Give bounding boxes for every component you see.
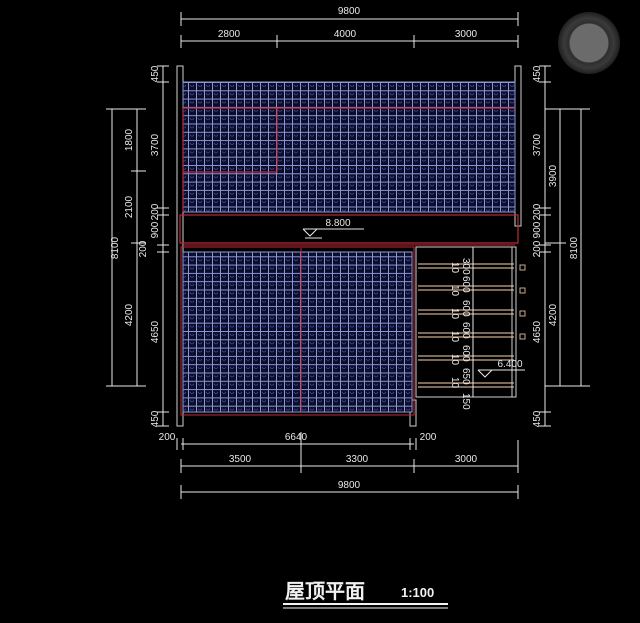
stair-dim-7: 600 [460, 322, 471, 339]
right-third-dim-2: 3700 [532, 133, 543, 156]
stair-dim-8: 10 [449, 331, 460, 343]
bottom-seg-dim-1: 3500 [229, 454, 252, 465]
bottom-seg-dim-2: 3300 [346, 454, 369, 465]
lower-roof-tiles [182, 251, 413, 413]
left-third-dim-3: 200 [150, 203, 161, 220]
left-third-dim-1: 450 [150, 65, 161, 82]
stair-dim-2: 10 [449, 262, 460, 274]
bottom-dimensions [176, 432, 519, 499]
left-third-dim-6: 4650 [150, 320, 161, 343]
elevation-marker-upper [302, 228, 364, 239]
top-seg-dim-2: 4000 [334, 29, 357, 40]
stair-dim-11: 650 [460, 368, 471, 385]
left-third-dim-7: 450 [150, 410, 161, 427]
circle-record-icon[interactable] [558, 12, 620, 74]
stair-dim-10: 10 [449, 354, 460, 366]
stair-section [415, 246, 526, 398]
left-dimensions [106, 65, 169, 427]
middle-band [179, 214, 519, 246]
stair-dim-6: 10 [449, 308, 460, 320]
right-third-dim-7: 450 [532, 410, 543, 427]
elevation-label-lower: 6.400 [497, 359, 522, 370]
lower-roof-red-outline [180, 246, 415, 416]
top-seg-dim-3: 3000 [455, 29, 478, 40]
right-dimensions [539, 65, 590, 427]
stair-dim-13: 150 [460, 393, 471, 410]
right-third-dim-6: 4650 [532, 320, 543, 343]
upper-roof-tiles [182, 81, 516, 213]
left-third-dim-2: 3700 [150, 133, 161, 156]
right-second-dim-2: 4200 [548, 303, 559, 326]
stair-dim-5: 600 [460, 300, 471, 317]
bottom-wall-left-dim: 200 [159, 432, 176, 443]
right-second-dim-1: 3900 [548, 164, 559, 187]
right-third-dim-5: 200 [532, 240, 543, 257]
stair-dim-4: 10 [449, 285, 460, 297]
right-third-dim-3: 200 [532, 203, 543, 220]
left-third-dim-5: 200 [138, 240, 149, 257]
right-third-dim-4: 900 [532, 221, 543, 238]
left-second-dim-2: 2100 [124, 195, 135, 218]
title-underline [283, 603, 448, 609]
drawing-scale: 1:100 [401, 585, 434, 600]
bottom-inner-dim: 6640 [285, 432, 308, 443]
elevation-marker-lower [477, 369, 525, 378]
stair-dim-12: 10 [449, 377, 460, 389]
elevation-label-upper: 8.800 [325, 218, 350, 229]
right-overall-dim: 8100 [569, 236, 580, 259]
stair-dim-3: 600 [460, 276, 471, 293]
left-overall-dim: 8100 [110, 236, 121, 259]
left-second-dim-3: 4200 [124, 303, 135, 326]
top-dimensions [180, 12, 519, 48]
upper-roof-red-outline [182, 107, 515, 212]
top-seg-dim-1: 2800 [218, 29, 241, 40]
right-third-dim-1: 450 [532, 65, 543, 82]
bottom-overall-dim: 9800 [338, 480, 361, 491]
stair-dim-1: 300 [460, 258, 471, 275]
top-overall-dim: 9800 [338, 6, 361, 17]
stair-dim-9: 600 [460, 345, 471, 362]
bottom-wall-right-dim: 200 [420, 432, 437, 443]
drawing-title: 屋顶平面 [285, 579, 365, 603]
left-second-dim-1: 1800 [124, 128, 135, 151]
left-third-dim-4: 900 [150, 221, 161, 238]
bottom-seg-dim-3: 3000 [455, 454, 478, 465]
